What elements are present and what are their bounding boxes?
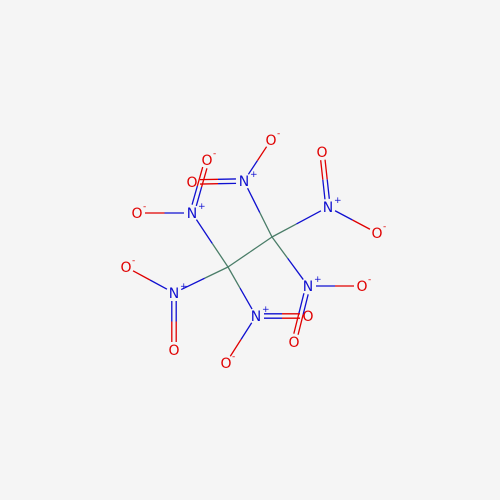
bond-N1-O1b [199, 178, 237, 185]
bond-C2-N1 [246, 187, 273, 238]
bond-N5-O5b [171, 301, 177, 342]
bond-N4-O4b [293, 293, 309, 335]
atom-O1a: O [265, 133, 276, 149]
charge-O2b: - [143, 202, 146, 212]
charge-N1: + [250, 170, 258, 180]
charge-N3: + [334, 196, 342, 206]
atom-O6a: O [302, 309, 313, 325]
charge-O6b: - [232, 352, 235, 362]
bond-C1-N2 [195, 219, 229, 268]
atom-N2: N [187, 206, 197, 222]
bond-layer [132, 146, 371, 357]
bond-N1-O1a [247, 146, 268, 175]
atom-N5: N [169, 286, 179, 302]
bond-N3-O3a [320, 159, 330, 200]
atom-layer: N+O-ON+O-O-N+OO-N+O-ON+O-ON+OO- [120, 129, 386, 372]
atom-O2a: O [201, 153, 212, 169]
bond-N5-O5a [132, 270, 168, 290]
bond-N2-O2a [191, 166, 208, 207]
bond-C1-N5 [180, 266, 229, 291]
atom-N6: N [251, 309, 261, 325]
charge-N6: + [262, 305, 270, 315]
atom-O5a: O [120, 260, 131, 276]
atom-O5b: O [168, 343, 179, 359]
atom-O4b: O [288, 335, 299, 351]
bond-C2-N4 [271, 236, 304, 280]
atom-O3a: O [316, 145, 327, 161]
atom-O4a: O [356, 279, 367, 295]
atom-N1: N [239, 174, 249, 190]
bond-N6-O6a [264, 313, 300, 319]
charge-O1a: - [277, 129, 280, 139]
charge-O5a: - [132, 256, 135, 266]
bond-N3-O3b [334, 210, 371, 230]
charge-N2: + [198, 202, 206, 212]
bond-N6-O6b [229, 322, 253, 357]
charge-N4: + [314, 275, 322, 285]
atom-O6b: O [220, 356, 231, 372]
atom-O3b: O [371, 226, 382, 242]
atom-O1b: O [186, 175, 197, 191]
atom-O2b: O [131, 206, 142, 222]
atom-N4: N [303, 279, 313, 295]
bond-C2-N3 [271, 210, 322, 238]
charge-O3b: - [383, 222, 386, 232]
charge-O4a: - [368, 275, 371, 285]
charge-N5: + [180, 282, 188, 292]
bond-C1-C2 [227, 236, 273, 268]
bond-C1-N6 [227, 266, 253, 310]
atom-N3: N [323, 200, 333, 216]
charge-O2a: - [213, 149, 216, 159]
